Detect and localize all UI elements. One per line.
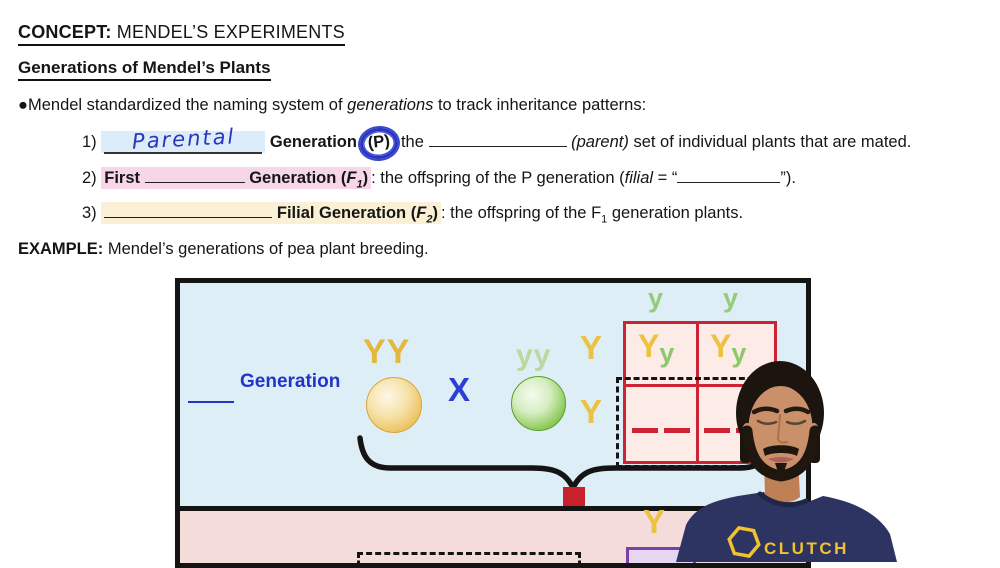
item2-blank-line-2 — [677, 167, 780, 183]
item1-circled-p: (P) — [358, 126, 399, 161]
item2-highlight: First Generation (F1) — [101, 167, 371, 189]
item2-eq: = “ — [653, 169, 677, 187]
shirt-logo-text: CLUTCH — [764, 539, 849, 558]
item1-blank-line — [429, 131, 567, 147]
item2-filial: filial — [625, 169, 653, 187]
intro-emphasis: generations — [347, 96, 433, 114]
page-title-underline: CONCEPT: MENDEL’S EXPERIMENTS — [18, 22, 345, 46]
item1-the: the — [401, 133, 424, 151]
section-title-underline: Generations of Mendel’s Plants — [18, 58, 271, 81]
item3-blank-line — [104, 202, 272, 218]
intro-pre: Mendel standardized the naming system of — [28, 96, 347, 114]
item2-term-close: ) — [363, 169, 369, 187]
item1-term: Generation — [270, 133, 357, 151]
item3-term: Filial Generation ( — [277, 204, 416, 222]
item3-highlight: Filial Generation (F2) — [101, 202, 441, 224]
item2-lead: First — [104, 169, 140, 187]
item1-highlight: Parental — [101, 131, 265, 153]
bullet-icon: ● — [18, 96, 28, 114]
instructor-video-overlay: CLUTCH — [640, 355, 1000, 562]
item3-number: 3) — [82, 204, 97, 222]
item3-f: F — [416, 204, 426, 222]
item2-f: F — [346, 169, 356, 187]
item3-term-close: ) — [432, 204, 438, 222]
item1-paren: (parent) — [571, 133, 629, 151]
item2-number: 2) — [82, 169, 97, 187]
example-label: EXAMPLE: — [18, 240, 103, 258]
section-title: Generations of Mendel’s Plants — [18, 58, 271, 78]
item2-blank-line-1 — [145, 167, 245, 183]
item1-tail: set of individual plants that are mated. — [629, 133, 912, 151]
example-text: Mendel’s generations of pea plant breedi… — [103, 240, 428, 258]
section-title-text: Generations of Mendel’s Plants — [18, 58, 271, 77]
item2-tail: ”). — [780, 169, 796, 187]
item2-mid: : the offspring of the P generation ( — [371, 169, 624, 187]
example-sentence: EXAMPLE: Mendel’s generations of pea pla… — [18, 240, 429, 259]
list-item-3: 3) Filial Generation (F2): the offspring… — [82, 202, 743, 225]
page-title: CONCEPT: MENDEL’S EXPERIMENTS — [18, 22, 345, 43]
intro-sentence: ●Mendel standardized the naming system o… — [18, 96, 646, 115]
list-item-2: 2) First Generation (F1): the offspring … — [82, 167, 796, 190]
item1-handwritten-answer: Parental — [131, 124, 235, 153]
f1-dashed-box — [357, 552, 581, 568]
item1-number: 1) — [82, 133, 97, 151]
intro-post: to track inheritance patterns: — [433, 96, 646, 114]
item3-tail: generation plants. — [607, 204, 743, 222]
concept-label: CONCEPT: — [18, 22, 112, 42]
item3-mid: : the offspring of the F — [441, 204, 601, 222]
list-item-1: 1) Parental Generation(P)the (parent) se… — [82, 128, 911, 159]
item2-term: Generation ( — [249, 169, 346, 187]
item1-answer-blank: Parental — [104, 128, 262, 154]
concept-title-text: MENDEL’S EXPERIMENTS — [112, 22, 345, 42]
